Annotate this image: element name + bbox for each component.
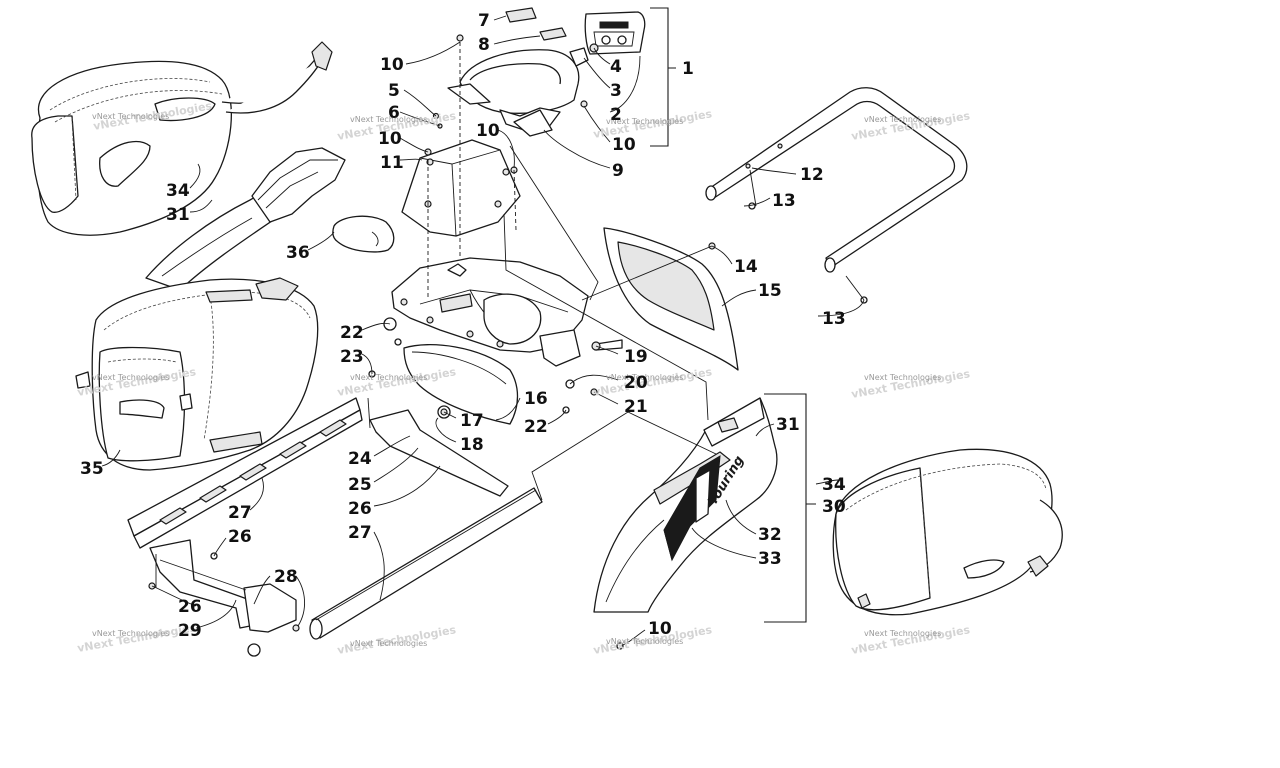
callout-25: 25 — [348, 475, 372, 495]
seat-cushion — [75, 277, 319, 471]
callout-2: 2 — [610, 105, 622, 125]
callout-26: 26 — [178, 597, 202, 617]
callout-6: 6 — [388, 103, 400, 123]
callout-13: 13 — [822, 309, 846, 329]
watermark: vNext Technologies — [864, 373, 941, 382]
callout-27: 27 — [348, 523, 372, 543]
callout-27: 27 — [228, 503, 252, 523]
rear-fender — [391, 257, 589, 367]
watermark: vNext Technologies — [606, 373, 683, 382]
callout-3: 3 — [610, 81, 622, 101]
part-11-bracket — [401, 139, 521, 237]
callout-16: 16 — [524, 389, 548, 409]
callout-35: 35 — [80, 459, 104, 479]
callout-32: 32 — [758, 525, 782, 545]
watermark: vNext Technologies — [592, 365, 713, 399]
tail-light-assembly — [447, 7, 646, 133]
callout-31: 31 — [776, 415, 800, 435]
callout-19: 19 — [624, 347, 648, 367]
group-bracket-1 — [650, 7, 676, 147]
watermark: vNext Technologies — [606, 637, 683, 646]
watermark: vNext Technologies — [350, 115, 427, 124]
watermark: vNext Technologies — [92, 373, 169, 382]
callout-5: 5 — [388, 81, 400, 101]
callout-8: 8 — [478, 35, 490, 55]
watermark: vNext Technologies — [92, 112, 169, 121]
callout-24: 24 — [348, 449, 372, 469]
callout-36: 36 — [286, 243, 310, 263]
part-15-side-panel — [603, 227, 739, 371]
callout-10: 10 — [380, 55, 404, 75]
callout-7: 7 — [478, 11, 490, 31]
part-12-grab-bar — [705, 87, 968, 273]
callout-11: 11 — [380, 153, 404, 173]
callout-12: 12 — [800, 165, 824, 185]
watermark: vNext Technologies — [350, 639, 427, 648]
leader-lines — [101, 15, 865, 647]
callout-10: 10 — [476, 121, 500, 141]
callout-22: 22 — [340, 323, 364, 343]
tail-wedge-31 — [145, 147, 346, 291]
callout-31: 31 — [166, 205, 190, 225]
callout-20: 20 — [624, 373, 648, 393]
callout-4: 4 — [610, 57, 622, 77]
group-bracket-30 — [764, 393, 816, 623]
callout-29: 29 — [178, 621, 202, 641]
watermark: vNext Technologies — [350, 373, 427, 382]
saddlebag-upper-left — [31, 41, 333, 236]
callout-22: 22 — [524, 417, 548, 437]
callout-13: 13 — [772, 191, 796, 211]
part-9-tail-bracket — [513, 109, 553, 137]
callout-10: 10 — [612, 135, 636, 155]
callout-9: 9 — [612, 161, 624, 181]
part-16-inner-fender — [403, 344, 519, 425]
watermark: vNext Technologies — [864, 115, 941, 124]
callout-34: 34 — [166, 181, 190, 201]
callout-1: 1 — [682, 59, 694, 79]
callout-26: 26 — [348, 499, 372, 519]
callout-10: 10 — [378, 129, 402, 149]
callout-14: 14 — [734, 257, 758, 277]
callout-21: 21 — [624, 397, 648, 417]
callout-17: 17 — [460, 411, 484, 431]
saddlebag-lower-right — [832, 448, 1063, 616]
callout-34: 34 — [822, 475, 846, 495]
callout-33: 33 — [758, 549, 782, 569]
callout-28: 28 — [274, 567, 298, 587]
rear-frame — [127, 397, 543, 640]
callout-26: 26 — [228, 527, 252, 547]
callout-labels: 7 8 10 5 6 10 11 10 4 3 2 10 9 1 12 13 1… — [80, 11, 846, 641]
rear-side-panel-31: Touring — [593, 397, 778, 613]
watermark: vNext Technologies — [92, 629, 169, 638]
callout-10: 10 — [648, 619, 672, 639]
watermark: vNext Technologies — [864, 629, 941, 638]
watermark: vNext Technologies — [606, 117, 683, 126]
part-36-cover — [332, 215, 395, 253]
callout-15: 15 — [758, 281, 782, 301]
callout-23: 23 — [340, 347, 364, 367]
callout-30: 30 — [822, 497, 846, 517]
callout-18: 18 — [460, 435, 484, 455]
assembly-lines — [155, 42, 865, 588]
